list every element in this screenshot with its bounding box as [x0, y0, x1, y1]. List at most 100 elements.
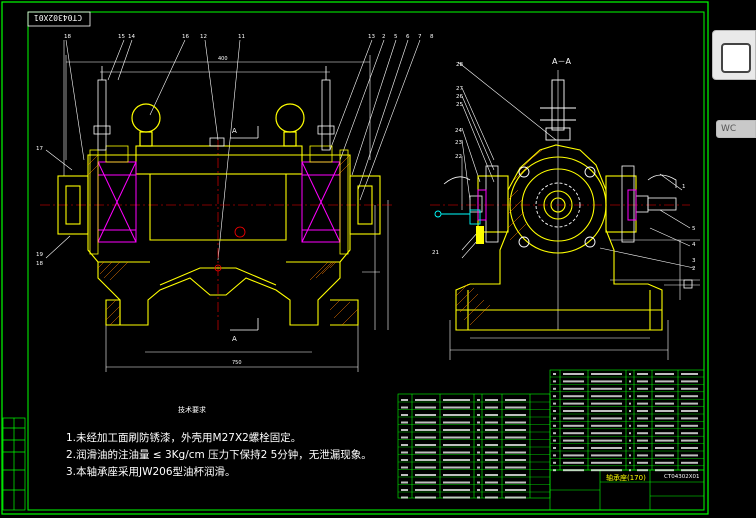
parts-cell-mark [401, 414, 408, 416]
app-logo-icon [721, 43, 751, 73]
parts-cell-mark [443, 429, 470, 431]
balloon-13: 13 [368, 34, 375, 40]
note-2: 2.润滑油的注油量 ≤ 3Kg/cm 压力下保持2 5分钟，无泄漏现象。 [66, 449, 372, 461]
parts-cell-mark [629, 380, 631, 383]
parts-cell-mark [655, 447, 674, 449]
parts-cell-mark [505, 399, 526, 401]
parts-cell-mark [485, 429, 498, 431]
balloon-11: 11 [238, 34, 245, 40]
parts-cell-mark [629, 424, 631, 427]
parts-cell-mark [415, 429, 436, 431]
parts-cell-mark [477, 466, 480, 469]
parts-cell-mark [655, 439, 674, 442]
parts-cell-mark [637, 402, 648, 405]
parts-cell-mark [485, 399, 498, 401]
parts-cell-mark [629, 373, 631, 375]
parts-cell-mark [681, 469, 698, 472]
parts-cell-mark [505, 451, 526, 454]
parts-cell-mark [553, 380, 556, 383]
side-panel-xi-button[interactable]: 西 [712, 30, 756, 80]
title-block-code: CT04302X01 [664, 474, 699, 480]
parts-cell-mark [415, 459, 436, 461]
parts-cell-mark [591, 454, 622, 457]
parts-cell-mark [563, 417, 584, 420]
parts-cell-mark [415, 406, 436, 409]
parts-cell-mark [485, 496, 498, 499]
parts-cell-mark [401, 421, 408, 424]
parts-cell-mark [477, 406, 480, 409]
parts-cell-mark [681, 417, 698, 420]
parts-cell-mark [655, 373, 674, 375]
parts-cell-mark [477, 481, 480, 484]
parts-cell-mark [629, 402, 631, 405]
parts-cell-mark [637, 387, 648, 390]
parts-cell-mark [485, 406, 498, 409]
parts-cell-mark [637, 380, 648, 383]
parts-cell-mark [563, 469, 584, 472]
parts-text [401, 373, 698, 499]
parts-cell-mark [553, 402, 556, 405]
parts-cell-mark [591, 469, 622, 472]
section-mark-top: A [232, 127, 237, 135]
front-view: 400 750 18 15 14 16 12 11 13 2 [36, 34, 434, 372]
parts-cell-mark [401, 474, 408, 476]
balloon-18b: 18 [36, 261, 43, 267]
parts-cell-mark [591, 461, 622, 464]
parts-cell-mark [629, 447, 631, 449]
parts-cell-mark [655, 410, 674, 412]
parts-cell-mark [591, 387, 622, 390]
balloon-r-21: 21 [432, 250, 439, 256]
balloon-18: 18 [64, 34, 71, 40]
parts-cell-mark [401, 466, 408, 469]
svg-text:750: 750 [232, 360, 242, 366]
parts-cell-mark [637, 439, 648, 442]
parts-cell-mark [505, 444, 526, 446]
parts-cell-mark [553, 410, 556, 412]
parts-cell-mark [637, 417, 648, 420]
balloon-r-5: 5 [692, 226, 696, 232]
balloon-5: 5 [394, 34, 398, 40]
parts-cell-mark [591, 373, 622, 375]
balloon-16: 16 [182, 34, 189, 40]
parts-cell-mark [401, 451, 408, 454]
parts-cell-mark [401, 481, 408, 484]
parts-cell-mark [401, 459, 408, 461]
section-label: A－A [552, 57, 571, 66]
parts-cell-mark [485, 436, 498, 439]
parts-cell-mark [477, 489, 480, 491]
balloon-14: 14 [128, 34, 135, 40]
balloon-6: 6 [406, 34, 410, 40]
balloon-r-1: 1 [682, 184, 686, 190]
parts-cell-mark [563, 410, 584, 412]
section-mark-bottom: A [232, 335, 237, 343]
parts-cell-mark [415, 489, 436, 491]
side-panel-wc-button[interactable]: WC [716, 120, 756, 138]
parts-cell-mark [415, 466, 436, 469]
parts-cell-mark [591, 424, 622, 427]
balloon-r-24: 24 [455, 128, 462, 134]
parts-cell-mark [485, 451, 498, 454]
balloon-r-26: 26 [456, 94, 463, 100]
parts-cell-mark [485, 414, 498, 416]
drawing-border [1, 1, 709, 515]
parts-cell-mark [443, 406, 470, 409]
parts-cell-mark [637, 447, 648, 449]
parts-cell-mark [553, 447, 556, 449]
parts-cell-mark [655, 432, 674, 435]
parts-cell-mark [443, 496, 470, 499]
parts-cell-mark [505, 459, 526, 461]
parts-cell-mark [629, 432, 631, 435]
balloon-r-2: 2 [692, 266, 696, 272]
parts-cell-mark [655, 424, 674, 427]
parts-cell-mark [443, 444, 470, 446]
parts-cell-mark [401, 436, 408, 439]
parts-cell-mark [401, 444, 408, 446]
parts-cell-mark [681, 410, 698, 412]
parts-cell-mark [563, 387, 584, 390]
parts-cell-mark [477, 459, 480, 461]
parts-cell-mark [415, 436, 436, 439]
parts-cell-mark [553, 454, 556, 457]
parts-cell-mark [591, 432, 622, 435]
parts-cell-mark [629, 439, 631, 442]
